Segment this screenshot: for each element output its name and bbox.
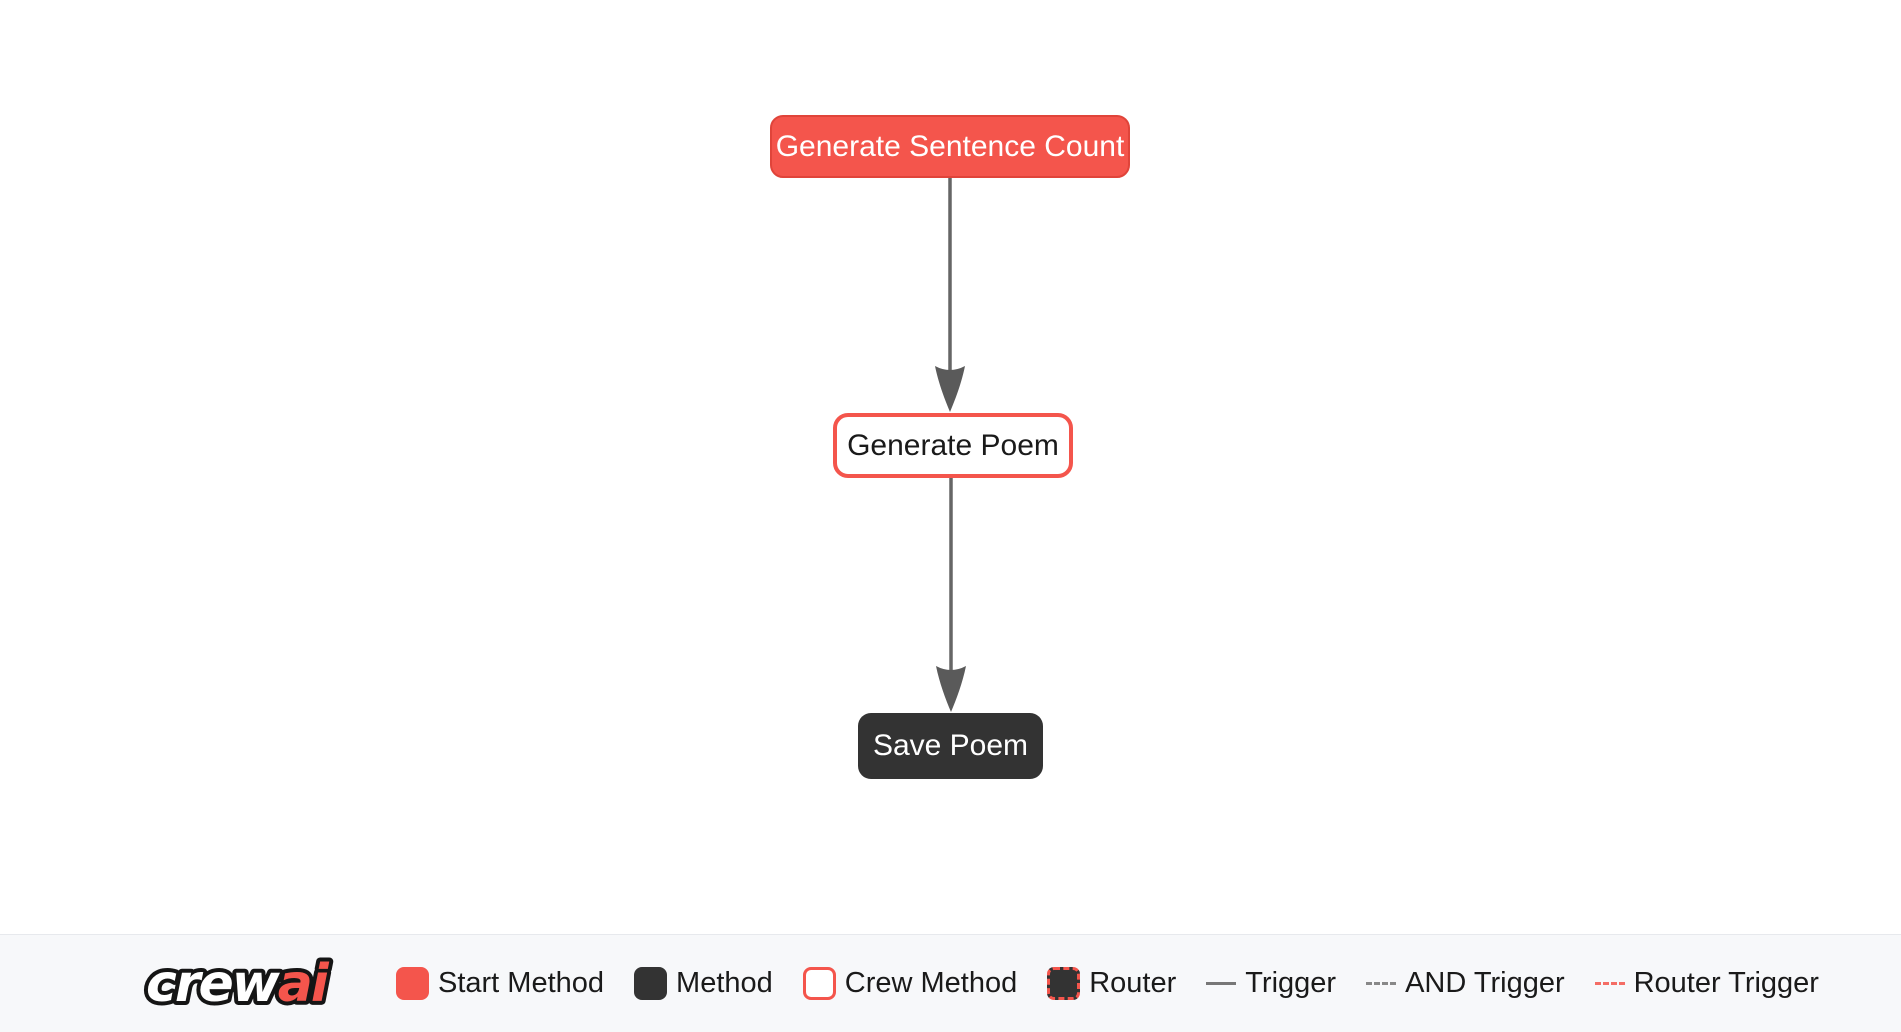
node-save-poem[interactable]: Save Poem xyxy=(858,713,1043,779)
node-label: Save Poem xyxy=(872,729,1029,762)
node-label: Generate Poem xyxy=(847,428,1059,462)
legend-item-router: Router xyxy=(1047,967,1176,1000)
legend-label: Method xyxy=(676,967,773,999)
legend-label: Router xyxy=(1089,967,1177,999)
legend-label: Trigger xyxy=(1245,967,1337,999)
method-swatch-icon xyxy=(634,967,668,1000)
legend-item-router-trigger: Router Trigger xyxy=(1594,967,1819,1000)
legend-label: Start Method xyxy=(438,967,605,999)
svg-text:crewai: crewai xyxy=(146,954,330,1014)
edges-layer xyxy=(935,178,966,712)
arrowhead-icon xyxy=(935,366,965,412)
router-trigger-line-icon xyxy=(1594,982,1625,985)
trigger-line-icon xyxy=(1206,982,1237,985)
legend-item-trigger: Trigger xyxy=(1206,967,1336,1000)
legend-item-method: Method xyxy=(634,967,773,1000)
node-generate-sentence-count[interactable]: Generate Sentence Count xyxy=(770,115,1130,178)
flow-canvas[interactable]: Generate Sentence Count Generate Poem Sa… xyxy=(0,0,1901,934)
legend-item-start-method: Start Method xyxy=(396,967,604,1000)
arrowhead-icon xyxy=(936,666,966,712)
legend-item-crew-method: Crew Method xyxy=(802,967,1018,1000)
legend-label: Router Trigger xyxy=(1633,967,1819,999)
legend-label: Crew Method xyxy=(844,967,1018,999)
legend-label: AND Trigger xyxy=(1405,967,1565,999)
legend-item-and-trigger: AND Trigger xyxy=(1366,967,1565,1000)
legend-bar: crewai Start Method Method Crew Method R… xyxy=(0,934,1901,1032)
crew-method-swatch-icon xyxy=(802,967,836,1000)
and-trigger-line-icon xyxy=(1366,982,1397,985)
node-generate-poem[interactable]: Generate Poem xyxy=(833,413,1073,478)
crewai-logo: crewai xyxy=(142,950,336,1018)
node-label: Generate Sentence Count xyxy=(775,129,1125,163)
router-swatch-icon xyxy=(1047,967,1081,1000)
start-method-swatch-icon xyxy=(396,967,429,1000)
logo-text-ai: ai xyxy=(278,954,330,1014)
logo-text-crew: crew xyxy=(146,954,281,1014)
